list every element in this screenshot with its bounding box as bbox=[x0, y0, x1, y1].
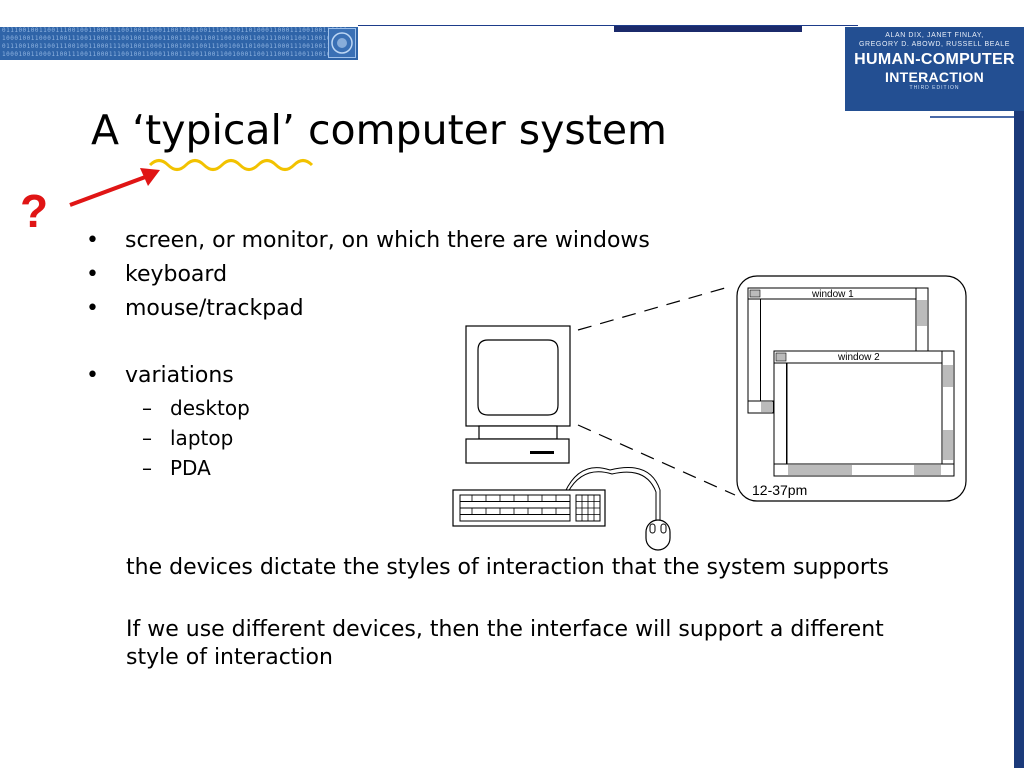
page-title: A ‘typical’ computer system bbox=[91, 106, 667, 154]
sub-bullet-desktop: – desktop bbox=[142, 396, 250, 420]
book-title-1: HUMAN-COMPUTER bbox=[854, 51, 1015, 68]
window-2 bbox=[773, 350, 955, 477]
header-binary-strip: 0111001001100111001001100011100100110001… bbox=[0, 27, 358, 60]
bullet-variations: • variations bbox=[86, 363, 234, 388]
bullet-dot-icon: • bbox=[86, 262, 99, 287]
book-title-2: INTERACTION bbox=[885, 69, 984, 85]
header-bar bbox=[614, 26, 802, 32]
bullet-screen: • screen, or monitor, on which there are… bbox=[86, 228, 650, 253]
paragraph-different-devices: If we use different devices, then the in… bbox=[126, 617, 884, 670]
book-underline bbox=[930, 116, 1014, 118]
window-2-title: window 2 bbox=[838, 352, 880, 363]
bullet-mouse: • mouse/trackpad bbox=[86, 296, 304, 321]
question-mark: ? bbox=[20, 185, 49, 237]
window-1-title: window 1 bbox=[812, 289, 854, 300]
bullet-keyboard: • keyboard bbox=[86, 262, 228, 287]
sub-bullet-laptop: – laptop bbox=[142, 426, 234, 450]
book-authors-1: ALAN DIX, JANET FINLAY, bbox=[885, 32, 984, 39]
monitor-icon bbox=[465, 325, 571, 464]
book-edition: THIRD EDITION bbox=[909, 85, 960, 91]
seal-icon bbox=[328, 28, 356, 58]
squiggle-underline bbox=[148, 159, 314, 171]
bullet-dot-icon: • bbox=[86, 296, 99, 321]
paragraph-devices: the devices dictate the styles of intera… bbox=[126, 555, 889, 580]
red-arrow-icon bbox=[69, 168, 160, 207]
clock-label: 12-37pm bbox=[752, 482, 808, 498]
right-edge-bar bbox=[1014, 111, 1024, 768]
book-cover-logo: ALAN DIX, JANET FINLAY, GREGORY D. ABOWD… bbox=[845, 27, 1024, 111]
sub-bullet-pda: – PDA bbox=[142, 456, 211, 480]
book-authors-2: GREGORY D. ABOWD, RUSSELL BEALE bbox=[858, 41, 1011, 48]
keyboard-icon bbox=[452, 489, 606, 527]
mouse-icon bbox=[645, 519, 671, 551]
bullet-dot-icon: • bbox=[86, 363, 99, 388]
zoomed-screen bbox=[736, 275, 967, 502]
bullet-dot-icon: • bbox=[86, 228, 99, 253]
header-line bbox=[358, 25, 858, 26]
